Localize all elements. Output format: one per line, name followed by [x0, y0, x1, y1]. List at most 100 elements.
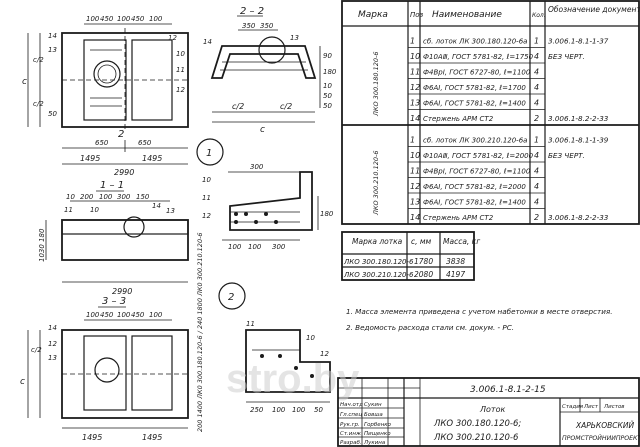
- spec-cell-pos: 10: [410, 151, 420, 160]
- detail-2: 2 11 10 12 250 100 100 50: [218, 282, 331, 414]
- title-role-2: Гл.спец: [340, 412, 362, 418]
- plan-opening-inner: [97, 64, 117, 84]
- plan-callout-10: 10: [176, 50, 185, 58]
- spec-cell-qty: 2: [534, 213, 539, 222]
- plan-dim-c: c: [22, 77, 27, 87]
- section-11-callout-14: 14: [152, 202, 161, 210]
- spec-cell-qty: 2: [534, 114, 539, 123]
- title-sheet: Лист: [583, 404, 599, 410]
- spec-cell-qty: 4: [534, 99, 539, 108]
- section-33-callout-13: 13: [48, 354, 57, 362]
- detail-1-side: 180: [320, 210, 334, 218]
- mass-row1-mass: 3838: [446, 257, 465, 266]
- mass-row2-c: 2080: [414, 270, 433, 279]
- notes: 1. Масса элемента приведена с учетом наб…: [346, 307, 613, 332]
- detail-1-label: 1: [206, 148, 212, 159]
- mass-row1-c: 1780: [414, 257, 433, 266]
- plan-callout-12b: 12: [176, 86, 185, 94]
- section-11-dim-side: 1030 180: [38, 228, 46, 262]
- spec-header-qty: Кол.: [532, 12, 546, 19]
- section-22-side-4: 50: [323, 92, 332, 100]
- plan-dim-inner-1: 650: [95, 139, 109, 147]
- title-name-5: Лукина: [363, 440, 386, 446]
- section-11-callout-13: 13: [166, 207, 175, 215]
- spec-cell-doc: БЕЗ ЧЕРТ.: [548, 151, 585, 160]
- spec-cell-pos: 11: [410, 167, 420, 176]
- detail-2-callout-12: 12: [320, 350, 329, 358]
- title-line-2: ЛКО 300.210.120-6: [433, 433, 519, 443]
- note-1: 1. Масса элемента приведена с учетом наб…: [346, 307, 613, 316]
- detail-1-bottom-1: 100: [228, 243, 242, 251]
- title-role-3: Рук.гр.: [340, 422, 360, 428]
- spec-cell-qty: 4: [534, 167, 539, 176]
- plan-opening: [93, 60, 121, 88]
- spec-cell-name: Ф6АⅠ, ГОСТ 5781-82, ℓ=1400: [423, 199, 526, 207]
- title-line-1: ЛКО 300.180.120-6;: [433, 419, 521, 429]
- section-22-callout-13: 13: [290, 34, 299, 42]
- spec-cell-pos: 13: [410, 198, 420, 207]
- section-22-bottom-1: c/2: [232, 102, 244, 111]
- plan-dim-50: 50: [48, 110, 57, 118]
- detail-2-outline: [245, 329, 331, 393]
- spec-cell-pos: 14: [410, 213, 420, 222]
- spec-cell-qty: 4: [534, 83, 539, 92]
- spec-group-mark: ЛКО 300.180.120-6: [372, 51, 380, 117]
- detail-1-outline: [229, 171, 313, 231]
- detail-2-dim-2: 100: [272, 406, 286, 414]
- detail-2-marker: [218, 282, 246, 310]
- spec-cell-doc: 3.006.1-8.2-2-33: [548, 114, 609, 123]
- mass-table: Марка лотка c, мм Масса, кг ЛКО 300.180.…: [341, 231, 480, 281]
- section-33-dim-2: 450: [100, 311, 114, 319]
- section-33-bottom-1: 1495: [82, 433, 102, 442]
- spec-cell-name: Ф6АⅠ, ГОСТ 5781-82, ℓ=1400: [423, 100, 526, 108]
- spec-cell-pos: 13: [410, 99, 420, 108]
- section-11-dim-2: 200: [80, 193, 94, 201]
- spec-table: Марка Поз Наименование Кол. Обозначение …: [341, 0, 640, 225]
- title-org-2: ПРОМСТРОЙНИИПРОЕКТ: [562, 433, 640, 442]
- title-name-3: Горбенко: [364, 422, 392, 428]
- section-11-callout-10: 10: [90, 206, 99, 214]
- mass-row2-mark: ЛКО 300.210.120-6: [343, 271, 414, 279]
- title-role-5: Разраб.: [340, 440, 362, 446]
- section-11-dim-4: 300: [117, 193, 131, 201]
- spec-cell-name: Стержень АРМ СТ2: [423, 115, 494, 123]
- section-33-c: c: [20, 377, 25, 387]
- section-11-dim-total: 2990: [112, 287, 132, 296]
- plan-dim-c2b: c/2: [33, 100, 44, 108]
- detail-2-callout-11: 11: [246, 320, 255, 328]
- spec-cell-pos: 10: [410, 52, 420, 61]
- spec-table-frame: [341, 0, 640, 225]
- section-22-side-2: 180: [323, 68, 337, 76]
- section-1-1: 1 – 1 10 200 100 300 150 11 10 14 13 103…: [38, 180, 189, 296]
- spec-header-mark: Марка: [358, 10, 388, 20]
- plan-section-mark: 2: [118, 129, 124, 140]
- title-sheets: Листов: [603, 404, 625, 410]
- plan-dim-top-5: 100: [149, 15, 163, 23]
- section-33-dim-1: 100: [86, 311, 100, 319]
- spec-cell-qty: 4: [534, 68, 539, 77]
- section-22-dim-1: 350: [242, 22, 256, 30]
- spec-cell-name: Стержень АРМ СТ2: [423, 214, 494, 222]
- detail-2-label: 2: [228, 292, 234, 303]
- spec-cell-pos: 14: [410, 114, 420, 123]
- plan-callout-12: 12: [168, 34, 177, 42]
- plan-callout-11: 11: [176, 66, 185, 74]
- detail-1-callout-12: 12: [202, 212, 211, 220]
- title-role-4: Ст.инж: [340, 431, 361, 437]
- section-22-bottom-2: c/2: [280, 102, 292, 111]
- spec-cell-name: Ф4ВрⅠ, ГОСТ 6727-80, ℓ=1100: [423, 69, 531, 77]
- spec-cell-doc: БЕЗ ЧЕРТ.: [548, 52, 585, 61]
- detail-1-marker: [196, 138, 224, 166]
- detail-1-bottom-3: 300: [272, 243, 286, 251]
- watermark: stro.by: [226, 357, 360, 401]
- section-22-callout-14: 14: [203, 38, 212, 46]
- plan-dim-bottom-1: 1495: [80, 154, 100, 163]
- spec-cell-qty: 4: [534, 182, 539, 191]
- section-33-opening: [94, 357, 120, 383]
- spec-cell-pos: 1: [410, 136, 415, 145]
- section-11-dim-5: 150: [136, 193, 150, 201]
- detail-2-callout-10: 10: [306, 334, 315, 342]
- detail-2-dim-1: 250: [250, 406, 264, 414]
